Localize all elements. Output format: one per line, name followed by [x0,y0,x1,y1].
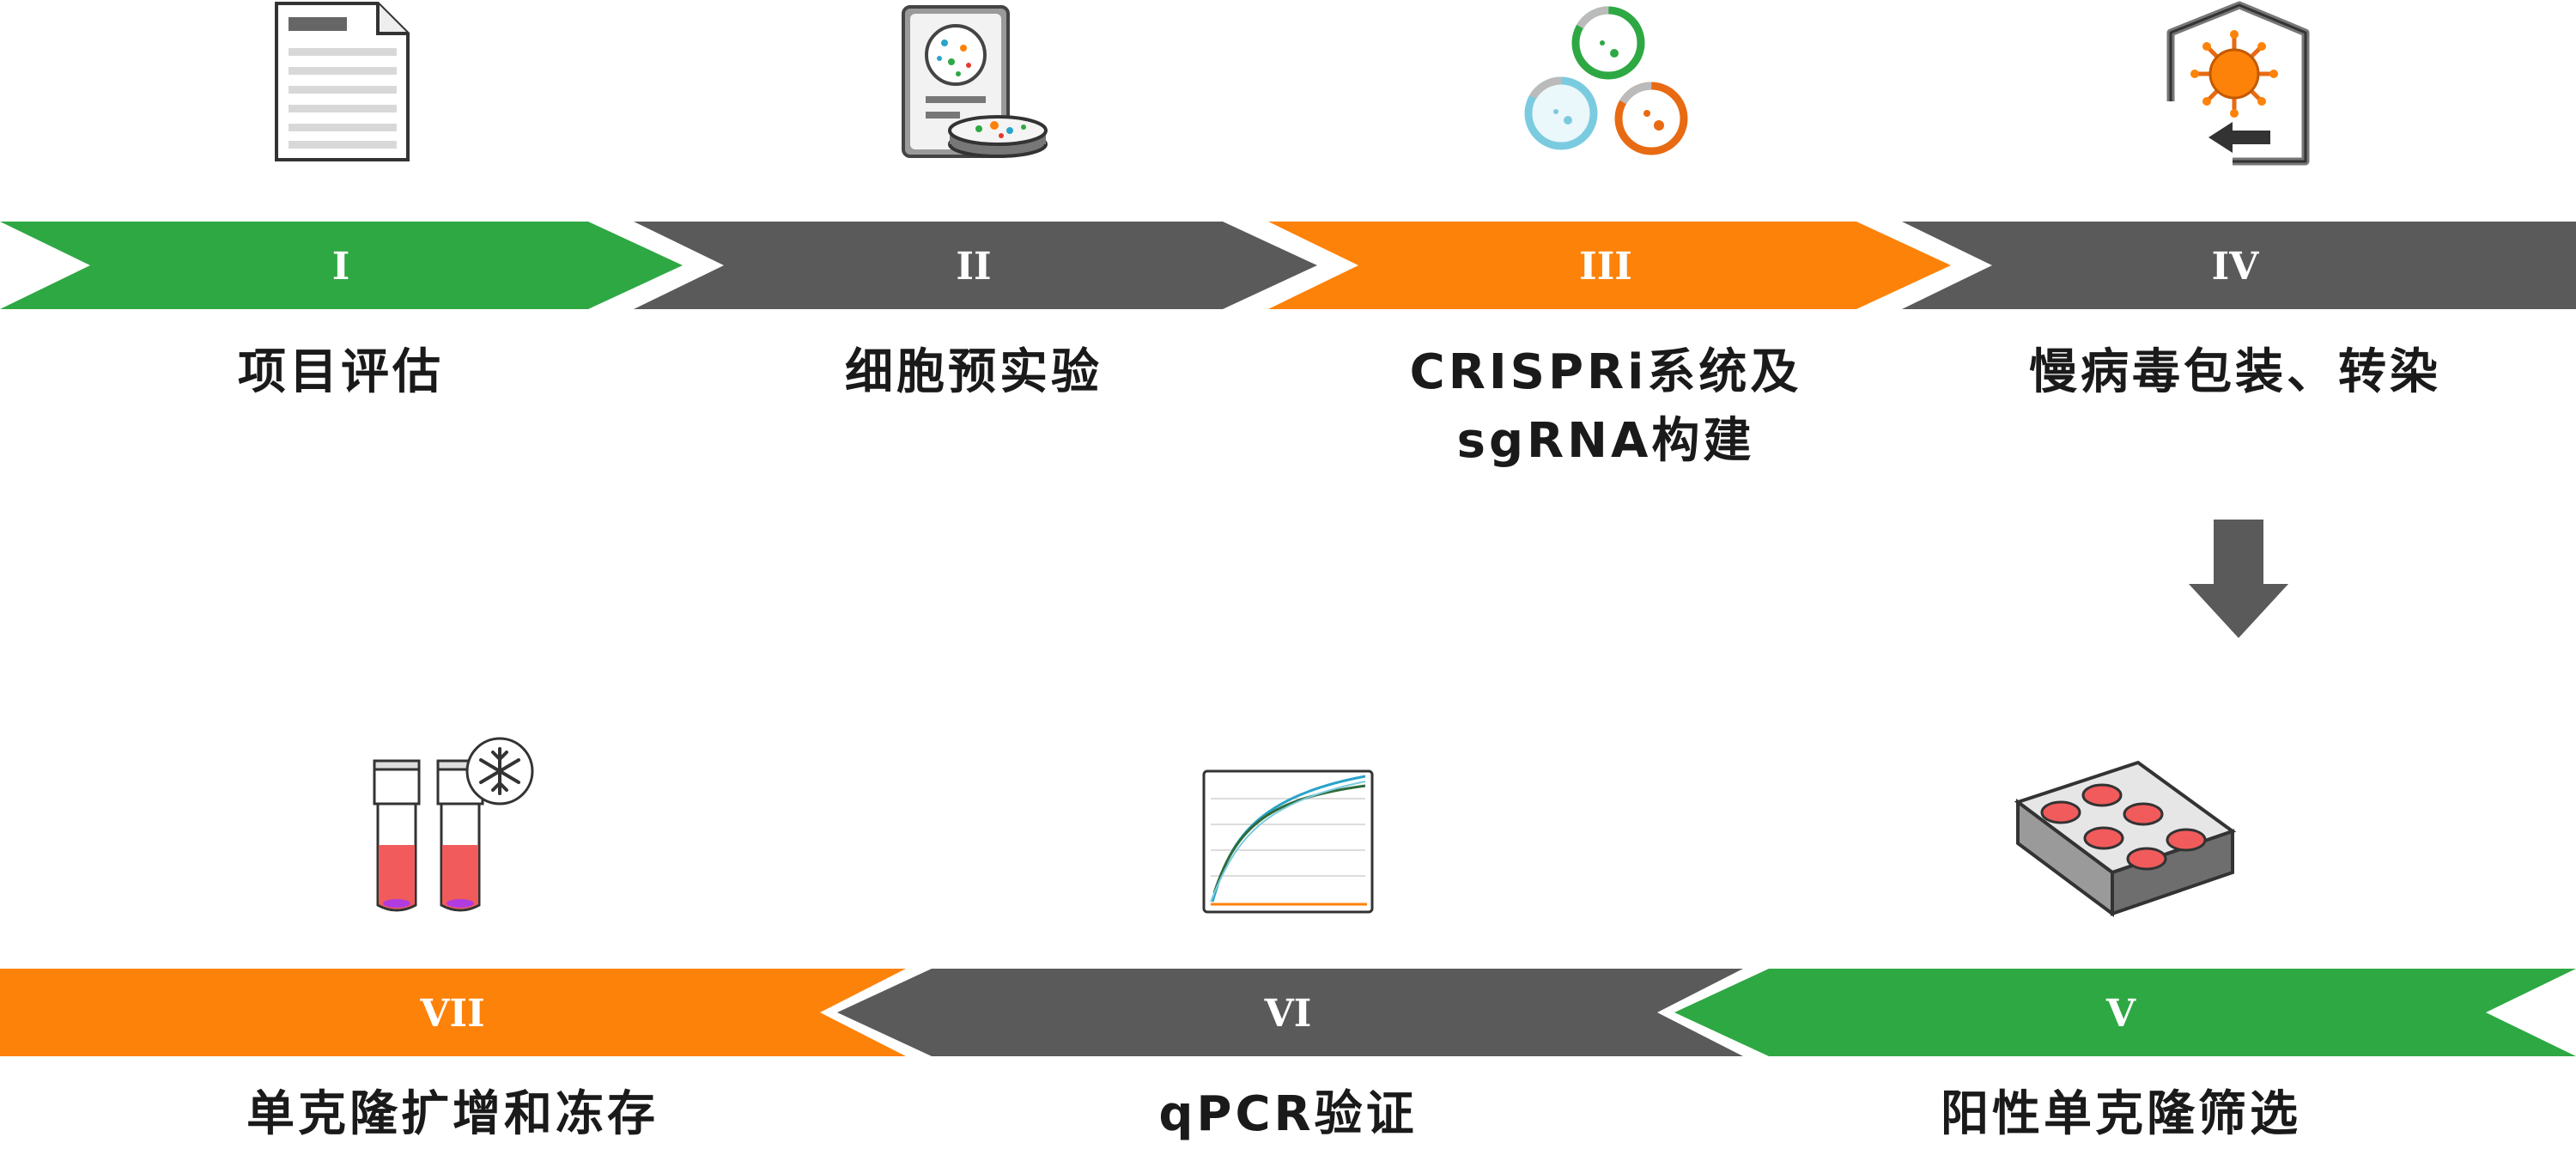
step-2-arrow [634,222,1317,309]
step-4-arrow [1902,222,2576,309]
plasmid-circles-icon [1524,6,1688,155]
step-3-label-line-1: CRISPRi系统及 [1409,344,1802,400]
step-3-arrow [1268,222,1951,309]
step-1-arrow [0,222,683,309]
step-6-numeral: VI [1264,992,1312,1036]
step-2-label: 细胞预实验 [845,344,1103,400]
step-7-arrow [0,969,906,1056]
step-2-numeral: II [956,245,991,289]
step-5-label: 阳性单克隆筛选 [1941,1086,2301,1142]
step-1-label: 项目评估 [238,344,444,400]
well-plate-icon [2014,760,2237,917]
lentivirus-icon [2166,1,2310,166]
step-3-numeral: III [1579,245,1632,289]
step-3-label-line-2: sgRNA构建 [1456,413,1755,469]
document-icon [275,2,410,161]
step-1-numeral: I [332,245,350,289]
top-arrow-row: I II III IV [0,222,2576,309]
step-6-arrow [837,969,1743,1056]
step-7-numeral: VII [419,992,484,1036]
snowflake-icon [465,737,534,806]
bottom-arrow-row: VII VI V [0,969,2576,1056]
step-4-numeral: IV [2212,245,2260,289]
step-7-label: 单克隆扩增和冻存 [246,1086,659,1142]
step-3-label: CRISPRi系统及 sgRNA构建 [1348,338,1863,476]
step-4-label: 慢病毒包装、转染 [2029,344,2441,400]
step-5-arrow [1674,969,2576,1056]
down-arrow-icon [2189,520,2288,638]
cell-culture-dish-icon [902,5,1048,158]
qpcr-curve-icon [1202,769,1374,914]
step-6-label: qPCR验证 [1158,1086,1418,1142]
cryo-tubes-icon [373,737,534,912]
step-5-numeral: V [2105,992,2136,1036]
